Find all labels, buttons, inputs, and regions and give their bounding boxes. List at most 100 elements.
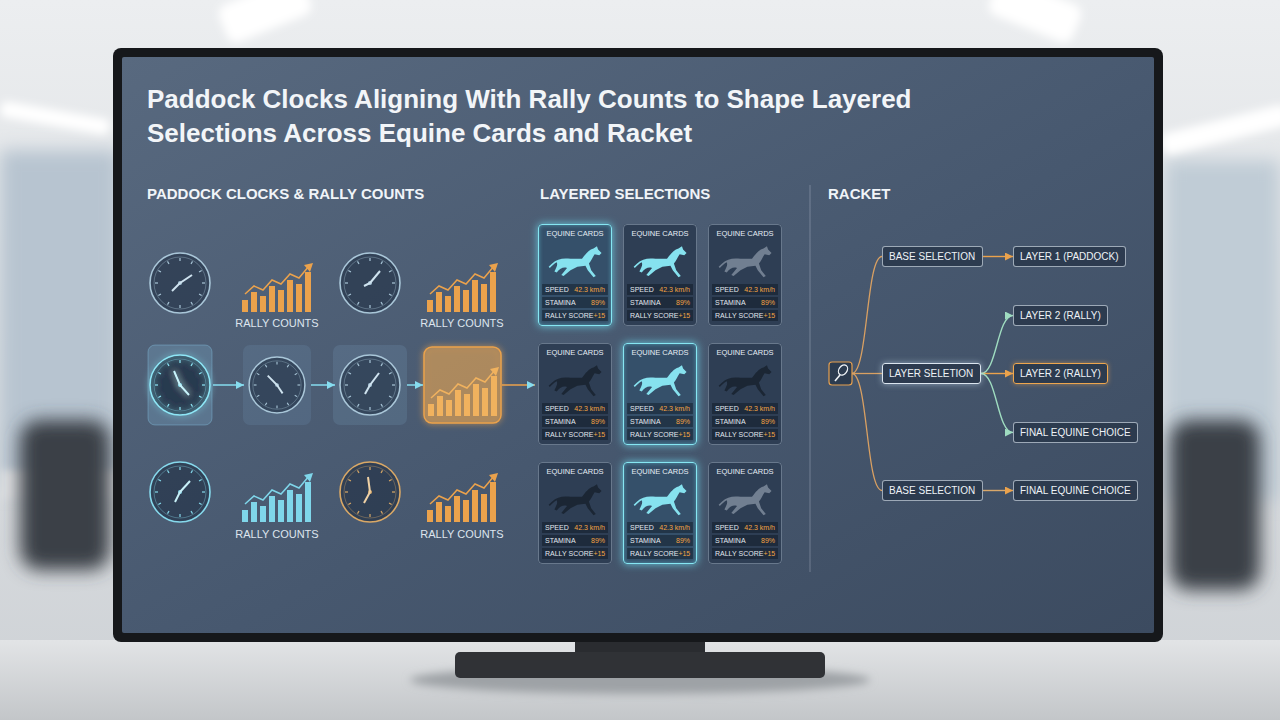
highlight-band <box>333 345 407 425</box>
stat-value: +15 <box>593 428 605 441</box>
ceiling-light <box>986 0 1084 45</box>
section-heading: PADDOCK CLOCKS & RALLY COUNTS <box>147 185 424 203</box>
equine-card: EQUINE CARDS SPEED42.3 km/hSTAMINA89%RALL… <box>708 462 782 564</box>
selection-box: LAYER 2 (RALLY) <box>1013 305 1108 326</box>
card-header: EQUINE CARDS <box>624 229 696 239</box>
card-art <box>538 462 612 564</box>
rally-bar-chart <box>427 263 498 312</box>
stat-row: STAMINA89% <box>712 415 778 428</box>
stat-row: STAMINA89% <box>627 534 693 547</box>
paddock-clock <box>340 253 400 313</box>
stat-value: 42.3 km/h <box>744 521 775 534</box>
stat-value: 42.3 km/h <box>574 402 605 415</box>
highlight-band <box>243 345 311 425</box>
card-title: EQUINE CARDS <box>716 467 773 476</box>
stat-label: RALLY SCORE <box>545 547 593 560</box>
stat-row: STAMINA89% <box>712 296 778 309</box>
rally-bar-chart <box>427 473 498 522</box>
stat-label: STAMINA <box>545 415 576 428</box>
stat-label: SPEED <box>715 283 739 296</box>
box-label: FINAL EQUINE CHOICE <box>1020 485 1131 496</box>
stat-label: STAMINA <box>630 415 661 428</box>
card-header: EQUINE CARDS <box>709 467 781 477</box>
box-label: LAYER 2 (RALLY) <box>1020 368 1101 379</box>
stat-value: 42.3 km/h <box>659 521 690 534</box>
card-stats: SPEED 42.3 km/hSTAMINA89%RALLY SCORE+15 <box>542 402 608 441</box>
stat-label: RALLY SCORE <box>545 309 593 322</box>
highlight-chart-box <box>424 347 501 423</box>
selection-box: LAYER SELETION <box>882 363 981 384</box>
section-divider <box>810 185 811 572</box>
stat-value: 42.3 km/h <box>744 402 775 415</box>
card-stats: SPEED 42.3 km/hSTAMINA89%RALLY SCORE+15 <box>542 521 608 560</box>
card-title: EQUINE CARDS <box>716 348 773 357</box>
card-art <box>623 462 697 564</box>
stat-value: +15 <box>678 428 690 441</box>
selection-box: BASE SELECTION <box>882 480 983 501</box>
highlight-band <box>148 345 212 425</box>
stat-label: RALLY SCORE <box>545 428 593 441</box>
box-label: FINAL EQUINE CHOICE <box>1020 427 1131 438</box>
stat-label: RALLY SCORE <box>630 309 678 322</box>
ceiling-light <box>216 0 314 45</box>
stat-label: RALLY SCORE <box>630 428 678 441</box>
box-label: LAYER SELETION <box>889 368 973 379</box>
racket-link <box>852 257 882 374</box>
card-stats: SPEED42.3 km/hSTAMINA89%RALLY SCORE+15 <box>712 283 778 322</box>
card-art <box>708 462 782 564</box>
stat-value: +15 <box>763 547 775 560</box>
paddock-clock <box>150 355 210 415</box>
card-art <box>708 224 782 326</box>
stat-value: +15 <box>593 547 605 560</box>
chart-label: RALLY COUNTS <box>235 528 318 541</box>
stat-value: +15 <box>593 309 605 322</box>
stat-value: +15 <box>678 309 690 322</box>
stat-value: 89% <box>676 415 690 428</box>
stat-value: +15 <box>763 309 775 322</box>
chart-label: RALLY COUNTS <box>420 528 503 541</box>
ceiling-light <box>1159 103 1280 156</box>
card-stats: SPEED 42.3 km/hSTAMINA 89%RALLY SCORE+15 <box>627 402 693 441</box>
card-art <box>538 343 612 445</box>
racket-link <box>852 374 882 491</box>
stat-row: STAMINA89% <box>542 415 608 428</box>
card-header: EQUINE CARDS <box>709 348 781 358</box>
equine-card: EQUINE CARDS SPEED 42.3 km/hSTAMINA89%RALL… <box>538 462 612 564</box>
stat-value: 89% <box>761 415 775 428</box>
racket-icon <box>829 362 852 385</box>
monitor-screen <box>122 57 1154 633</box>
stat-row: STAMINA89% <box>542 534 608 547</box>
card-header: EQUINE CARDS <box>539 229 611 239</box>
stat-value: 42.3 km/h <box>574 521 605 534</box>
stat-value: 42.3 km/h <box>659 402 690 415</box>
card-header: EQUINE CARDS <box>709 229 781 239</box>
stat-row: SPEED42.3 km/h <box>542 283 608 296</box>
stat-value: +15 <box>678 547 690 560</box>
ceiling-light <box>0 101 111 136</box>
monitor-bezel <box>113 48 1163 642</box>
card-art <box>623 343 697 445</box>
card-header: EQUINE CARDS <box>624 467 696 477</box>
stat-value: 89% <box>761 296 775 309</box>
card-title: EQUINE CARDS <box>631 467 688 476</box>
stat-row: SPEED42.3 km/h <box>627 283 693 296</box>
stat-row: RALLY SCORE+15 <box>712 547 778 560</box>
card-title: EQUINE CARDS <box>546 467 603 476</box>
stat-label: STAMINA <box>630 534 661 547</box>
selection-box: FINAL EQUINE CHOICE <box>1013 422 1138 443</box>
selection-box: FINAL EQUINE CHOICE <box>1013 480 1138 501</box>
stat-label: SPEED <box>545 521 569 534</box>
stat-label: RALLY SCORE <box>715 547 763 560</box>
stat-value: +15 <box>763 428 775 441</box>
stat-row: STAMINA89% <box>627 296 693 309</box>
diagram-title: Paddock Clocks Aligning With Rally Count… <box>147 82 947 150</box>
card-title: EQUINE CARDS <box>546 348 603 357</box>
stat-label: SPEED <box>545 283 569 296</box>
card-stats: SPEED42.3 km/hSTAMINA89%RALLY SCORE+15 <box>712 521 778 560</box>
stat-label: SPEED <box>630 402 654 415</box>
card-header: EQUINE CARDS <box>539 348 611 358</box>
chart-label: RALLY COUNTS <box>420 317 503 330</box>
selection-box: LAYER 1 (PADDOCK) <box>1013 246 1126 267</box>
stat-label: SPEED <box>545 402 569 415</box>
